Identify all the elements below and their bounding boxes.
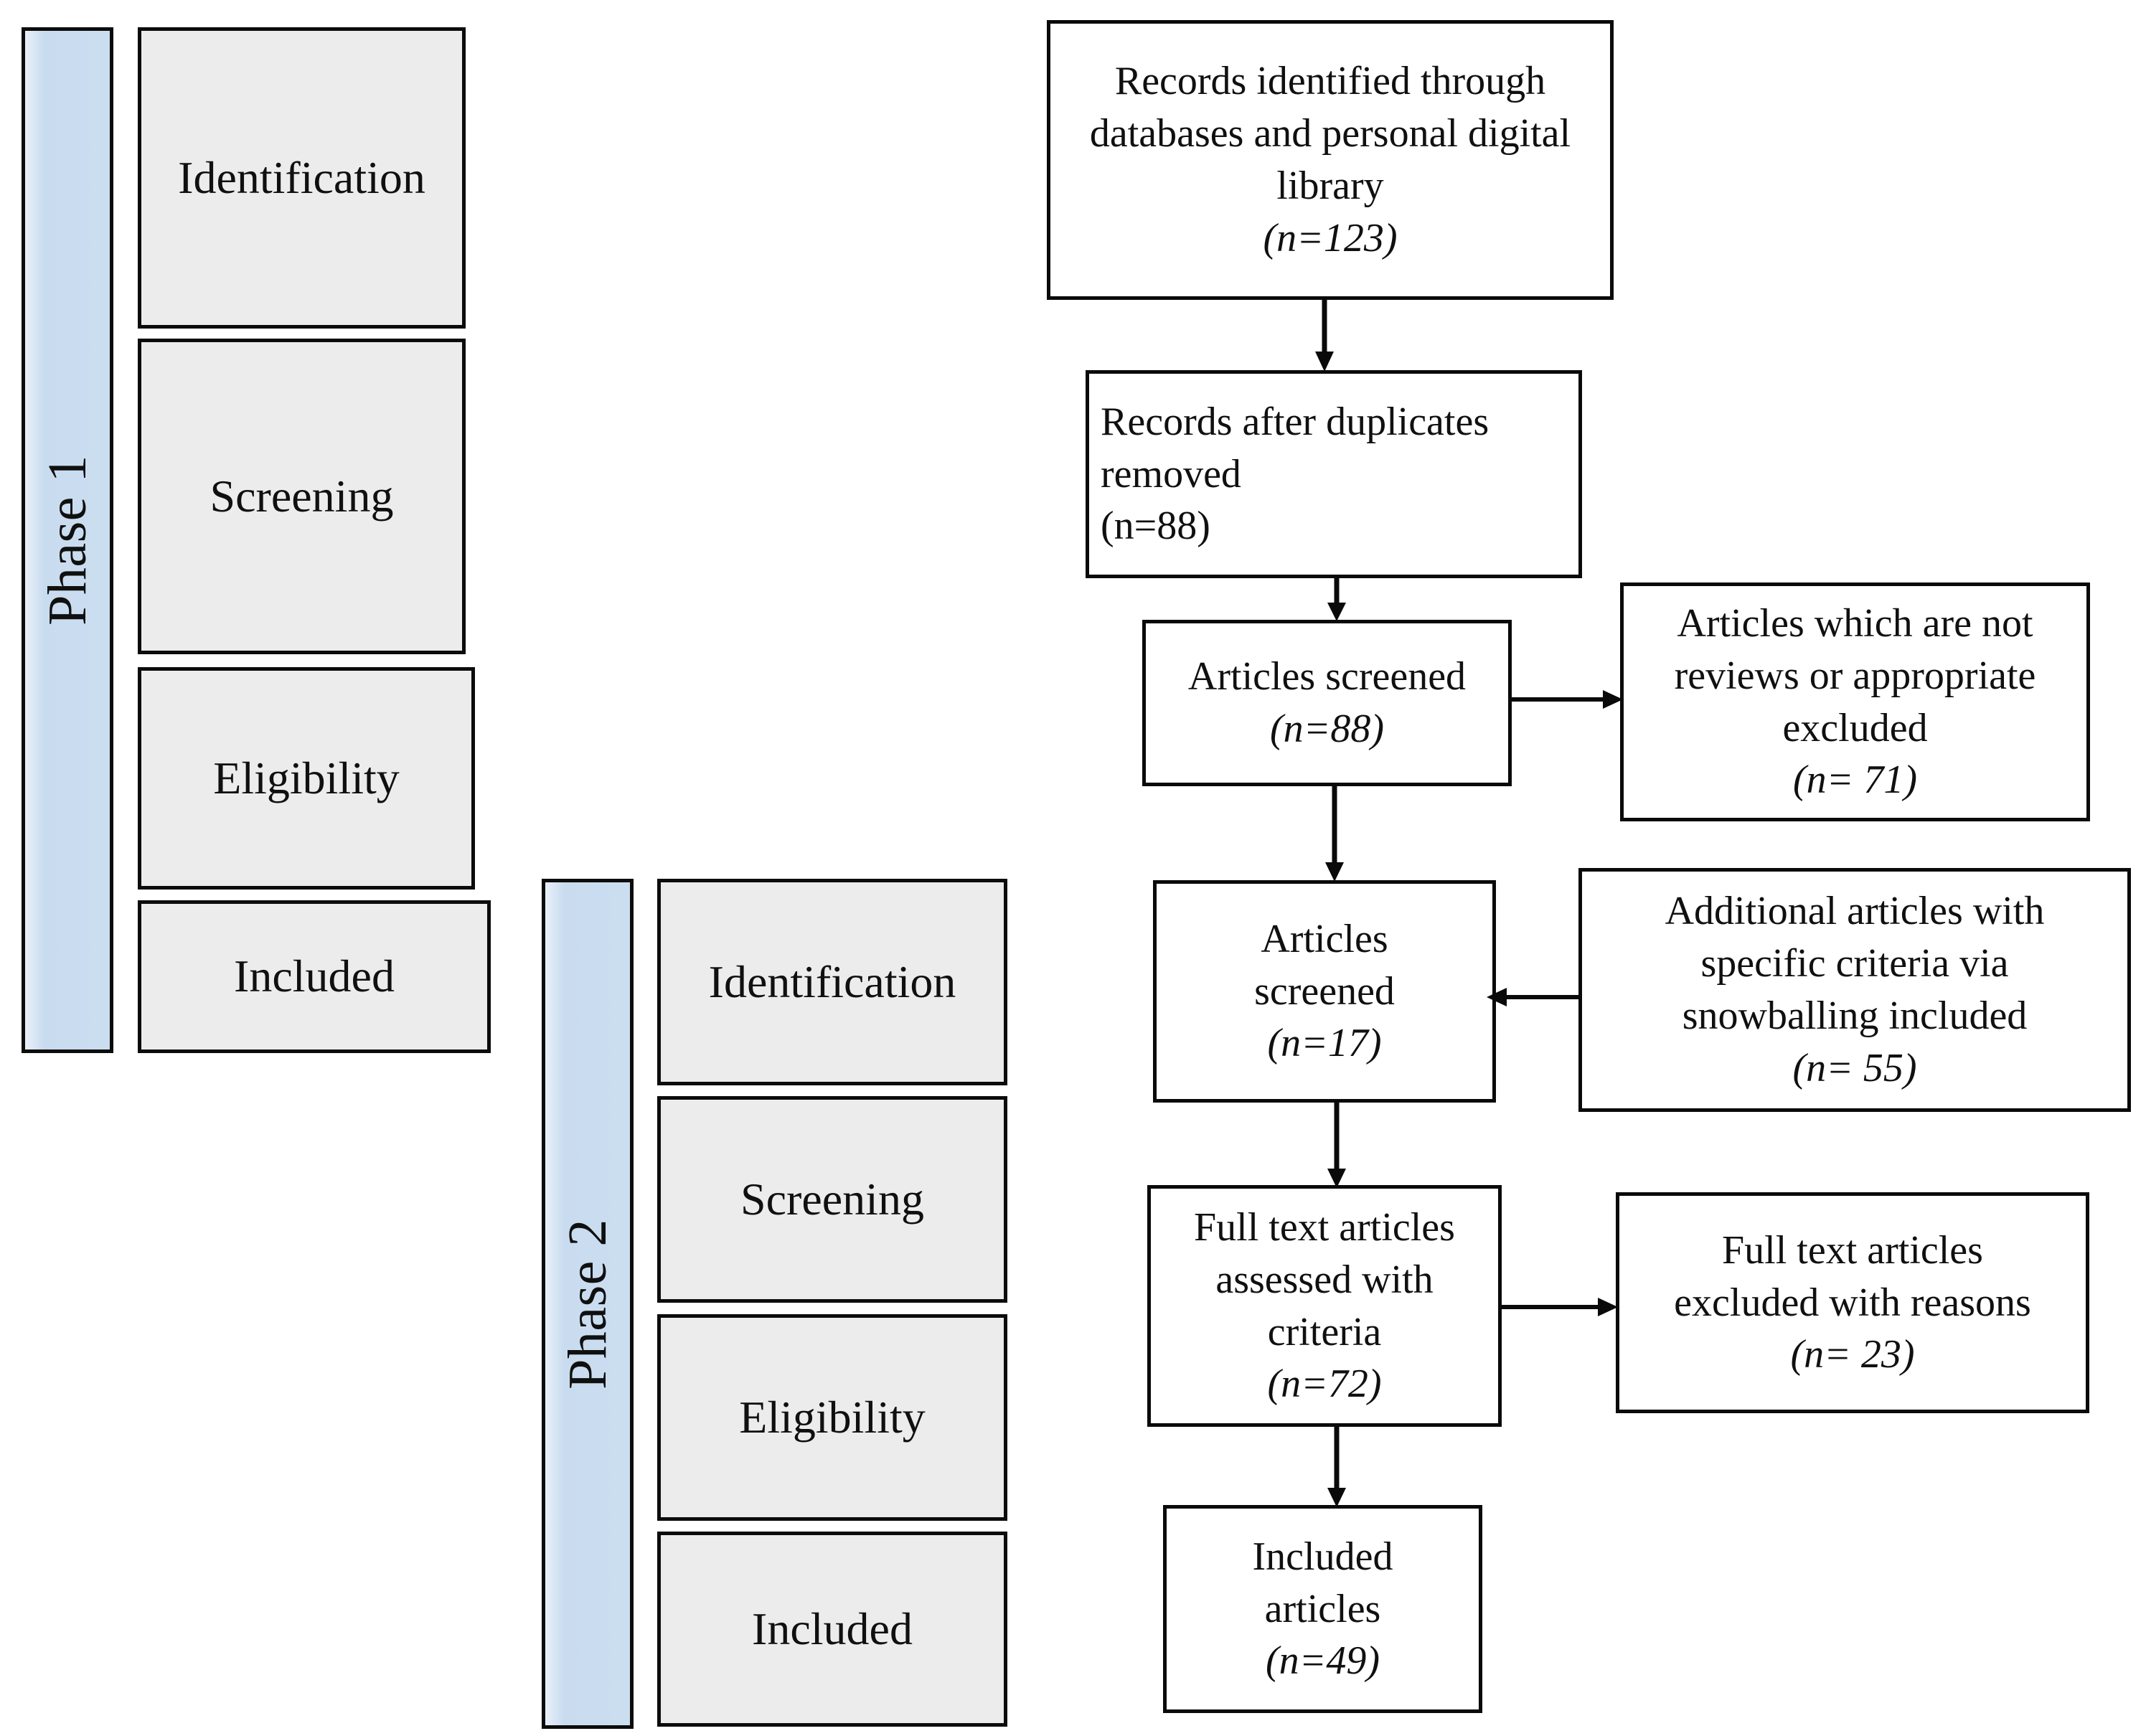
arrow-identified-to-duplicates [1310,300,1339,372]
snowballing-included-55-line-3: snowballing included [1682,994,2028,1038]
phase-2-stage-screening-label: Screening [740,1173,924,1225]
records-after-duplicates-line-2: removed [1101,451,1241,496]
phase-1-stage-identification: Identification [138,27,466,329]
phase-2-stage-eligibility: Eligibility [657,1314,1007,1521]
phase-2-stage-included: Included [657,1532,1007,1727]
records-after-duplicates-count: (n=88) [1101,504,1210,549]
phase-1-stage-eligibility-label: Eligibility [213,752,400,803]
articles-screened-17-count: (n=17) [1267,1021,1382,1066]
flow-box-included-articles-49-text: Included articles (n=49) [1178,1531,1467,1687]
flow-box-records-identified-text: Records identified through databases and… [1062,55,1599,264]
flow-box-articles-excluded-71-text: Articles which are not reviews or approp… [1635,598,2075,806]
flow-box-snowballing-included-55: Additional articles with specific criter… [1578,868,2131,1112]
articles-excluded-71-line-2: reviews or appropriate [1674,653,2036,698]
phase-2-stage-identification: Identification [657,879,1007,1085]
phase-1-stage-identification-label: Identification [178,151,425,203]
phase-1-stage-screening-label: Screening [210,470,394,522]
arrow-duplicates-to-screened88 [1322,578,1351,621]
full-text-assessed-72-line-2: assessed with [1215,1257,1434,1302]
flow-box-full-text-excluded-23-text: Full text articles excluded with reasons… [1631,1225,2074,1381]
arrow-screened17-to-fulltext72 [1322,1103,1351,1188]
phase-1-stage-eligibility: Eligibility [138,667,475,890]
snowballing-included-55-count: (n= 55) [1792,1045,1917,1090]
phase-1-stage-screening: Screening [138,339,466,654]
articles-excluded-71-line-3: excluded [1782,705,1928,750]
full-text-excluded-23-line-2: excluded with reasons [1674,1280,2031,1325]
included-articles-49-count: (n=49) [1265,1638,1380,1684]
records-identified-line-2: databases and personal digital [1089,111,1571,156]
flow-box-records-identified: Records identified through databases and… [1047,20,1614,300]
flow-box-full-text-assessed-72-text: Full text articles assessed with criteri… [1162,1202,1487,1410]
flow-box-records-after-duplicates-text: Records after duplicates removed (n=88) [1101,396,1567,552]
articles-excluded-71-count: (n= 71) [1792,758,1918,803]
snowballing-included-55-line-2: specific criteria via [1700,941,2009,986]
flow-box-included-articles-49: Included articles (n=49) [1163,1505,1482,1713]
snowballing-included-55-line-1: Additional articles with [1665,889,2045,934]
arrow-screened88-to-screened17 [1320,786,1349,882]
phase-1-stage-included-label: Included [234,950,395,1002]
full-text-excluded-23-line-1: Full text articles [1722,1227,1983,1273]
phase-1-bar: Phase 1 [22,27,113,1053]
flow-box-records-after-duplicates: Records after duplicates removed (n=88) [1086,370,1582,578]
records-after-duplicates-line-1: Records after duplicates [1101,399,1490,444]
full-text-assessed-72-line-3: criteria [1267,1309,1382,1354]
flow-box-full-text-assessed-72: Full text articles assessed with criteri… [1147,1185,1502,1427]
articles-screened-88-count: (n=88) [1269,707,1385,751]
included-articles-49-line-2: articles [1264,1586,1381,1631]
flow-box-articles-screened-17-text: Articles screened (n=17) [1168,913,1481,1070]
flow-box-articles-screened-88-text: Articles screened (n=88) [1157,651,1497,755]
full-text-assessed-72-line-1: Full text articles [1194,1204,1455,1250]
flow-box-articles-excluded-71: Articles which are not reviews or approp… [1620,582,2090,821]
records-identified-line-3: library [1276,164,1384,208]
full-text-assessed-72-count: (n=72) [1267,1362,1382,1407]
phase-2-stage-eligibility-label: Eligibility [739,1391,926,1443]
included-articles-49-line-1: Included [1252,1534,1393,1579]
flow-box-snowballing-included-55-text: Additional articles with specific criter… [1594,885,2116,1094]
articles-screened-88-line-1: Articles screened [1187,654,1467,699]
phase-2-stage-included-label: Included [752,1603,913,1654]
articles-screened-17-line-1: Articles [1261,916,1388,961]
arrow-fulltext72-to-excluded23 [1502,1293,1618,1321]
phase-2-label: Phase 2 [557,1218,618,1390]
phase-2-bar: Phase 2 [542,879,634,1729]
records-identified-line-1: Records identified through [1114,59,1546,104]
arrow-fulltext72-to-included49 [1322,1427,1351,1507]
phase-1-label: Phase 1 [37,455,98,626]
phase-1-stage-included: Included [138,900,491,1053]
full-text-excluded-23-count: (n= 23) [1790,1332,1915,1377]
articles-excluded-71-line-1: Articles which are not [1677,600,2033,646]
arrow-screened88-to-excluded71 [1512,685,1623,714]
articles-screened-17-line-2: screened [1254,968,1395,1014]
flow-box-articles-screened-88: Articles screened (n=88) [1142,620,1512,786]
flow-box-articles-screened-17: Articles screened (n=17) [1153,880,1496,1103]
phase-2-stage-identification-label: Identification [708,956,956,1007]
phase-2-stage-screening: Screening [657,1096,1007,1303]
records-identified-count: (n=123) [1263,215,1398,260]
arrow-snowballing-to-screened17 [1487,983,1581,1011]
flow-box-full-text-excluded-23: Full text articles excluded with reasons… [1616,1192,2089,1413]
